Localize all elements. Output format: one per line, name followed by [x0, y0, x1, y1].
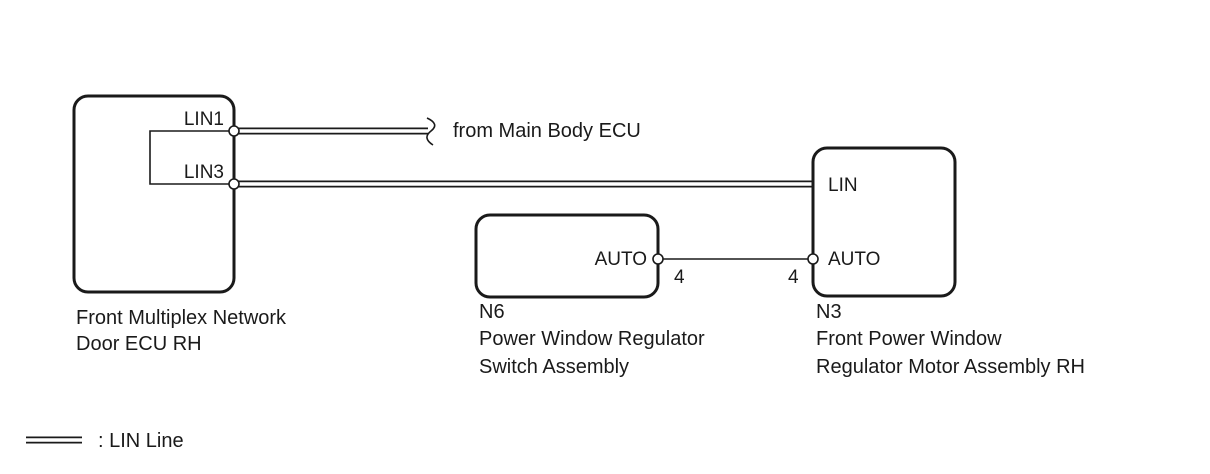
- legend: : LIN Line: [26, 430, 184, 452]
- motor-pin-auto-label: AUTO: [828, 249, 880, 270]
- motor-pin-number: 4: [788, 267, 799, 288]
- ecu-terminal-lin1: [228, 125, 240, 137]
- switch-pin-number: 4: [674, 267, 685, 288]
- power-window-regulator-switch-assembly: AUTO 4 N6 Power Window Regulator Switch …: [474, 213, 705, 378]
- ecu-caption-line2: Door ECU RH: [76, 333, 202, 355]
- ecu-pin-lin3-label: LIN3: [184, 162, 224, 183]
- switch-code: N6: [479, 301, 505, 323]
- motor-caption-line2: Regulator Motor Assembly RH: [816, 356, 1085, 378]
- switch-caption-line1: Power Window Regulator: [479, 328, 705, 350]
- source-label: from Main Body ECU: [453, 120, 641, 142]
- motor-box: [811, 146, 957, 298]
- ecu-box: [72, 94, 236, 294]
- motor-terminal-auto: [807, 253, 819, 265]
- switch-terminal-auto: [652, 253, 664, 265]
- front-power-window-regulator-motor-assembly: LIN AUTO 4 N3 Front Power Window Regulat…: [788, 146, 1085, 378]
- front-multiplex-network-door-ecu: LIN1 LIN3 Front Multiplex Network Door E…: [72, 94, 287, 355]
- wire-break-mark: [426, 117, 436, 146]
- lin-line-from-main-body-ecu: from Main Body ECU: [234, 117, 641, 146]
- ecu-internal-link: [149, 130, 234, 185]
- motor-code: N3: [816, 301, 842, 323]
- switch-caption-line2: Switch Assembly: [479, 356, 629, 378]
- motor-pin-lin-label: LIN: [828, 175, 858, 196]
- ecu-terminal-lin3: [228, 178, 240, 190]
- ecu-pin-lin1-label: LIN1: [184, 109, 224, 130]
- ecu-caption-line1: Front Multiplex Network: [76, 307, 287, 329]
- legend-label: : LIN Line: [98, 430, 184, 452]
- switch-pin-auto-label: AUTO: [595, 249, 647, 270]
- motor-caption-line1: Front Power Window: [816, 328, 1002, 350]
